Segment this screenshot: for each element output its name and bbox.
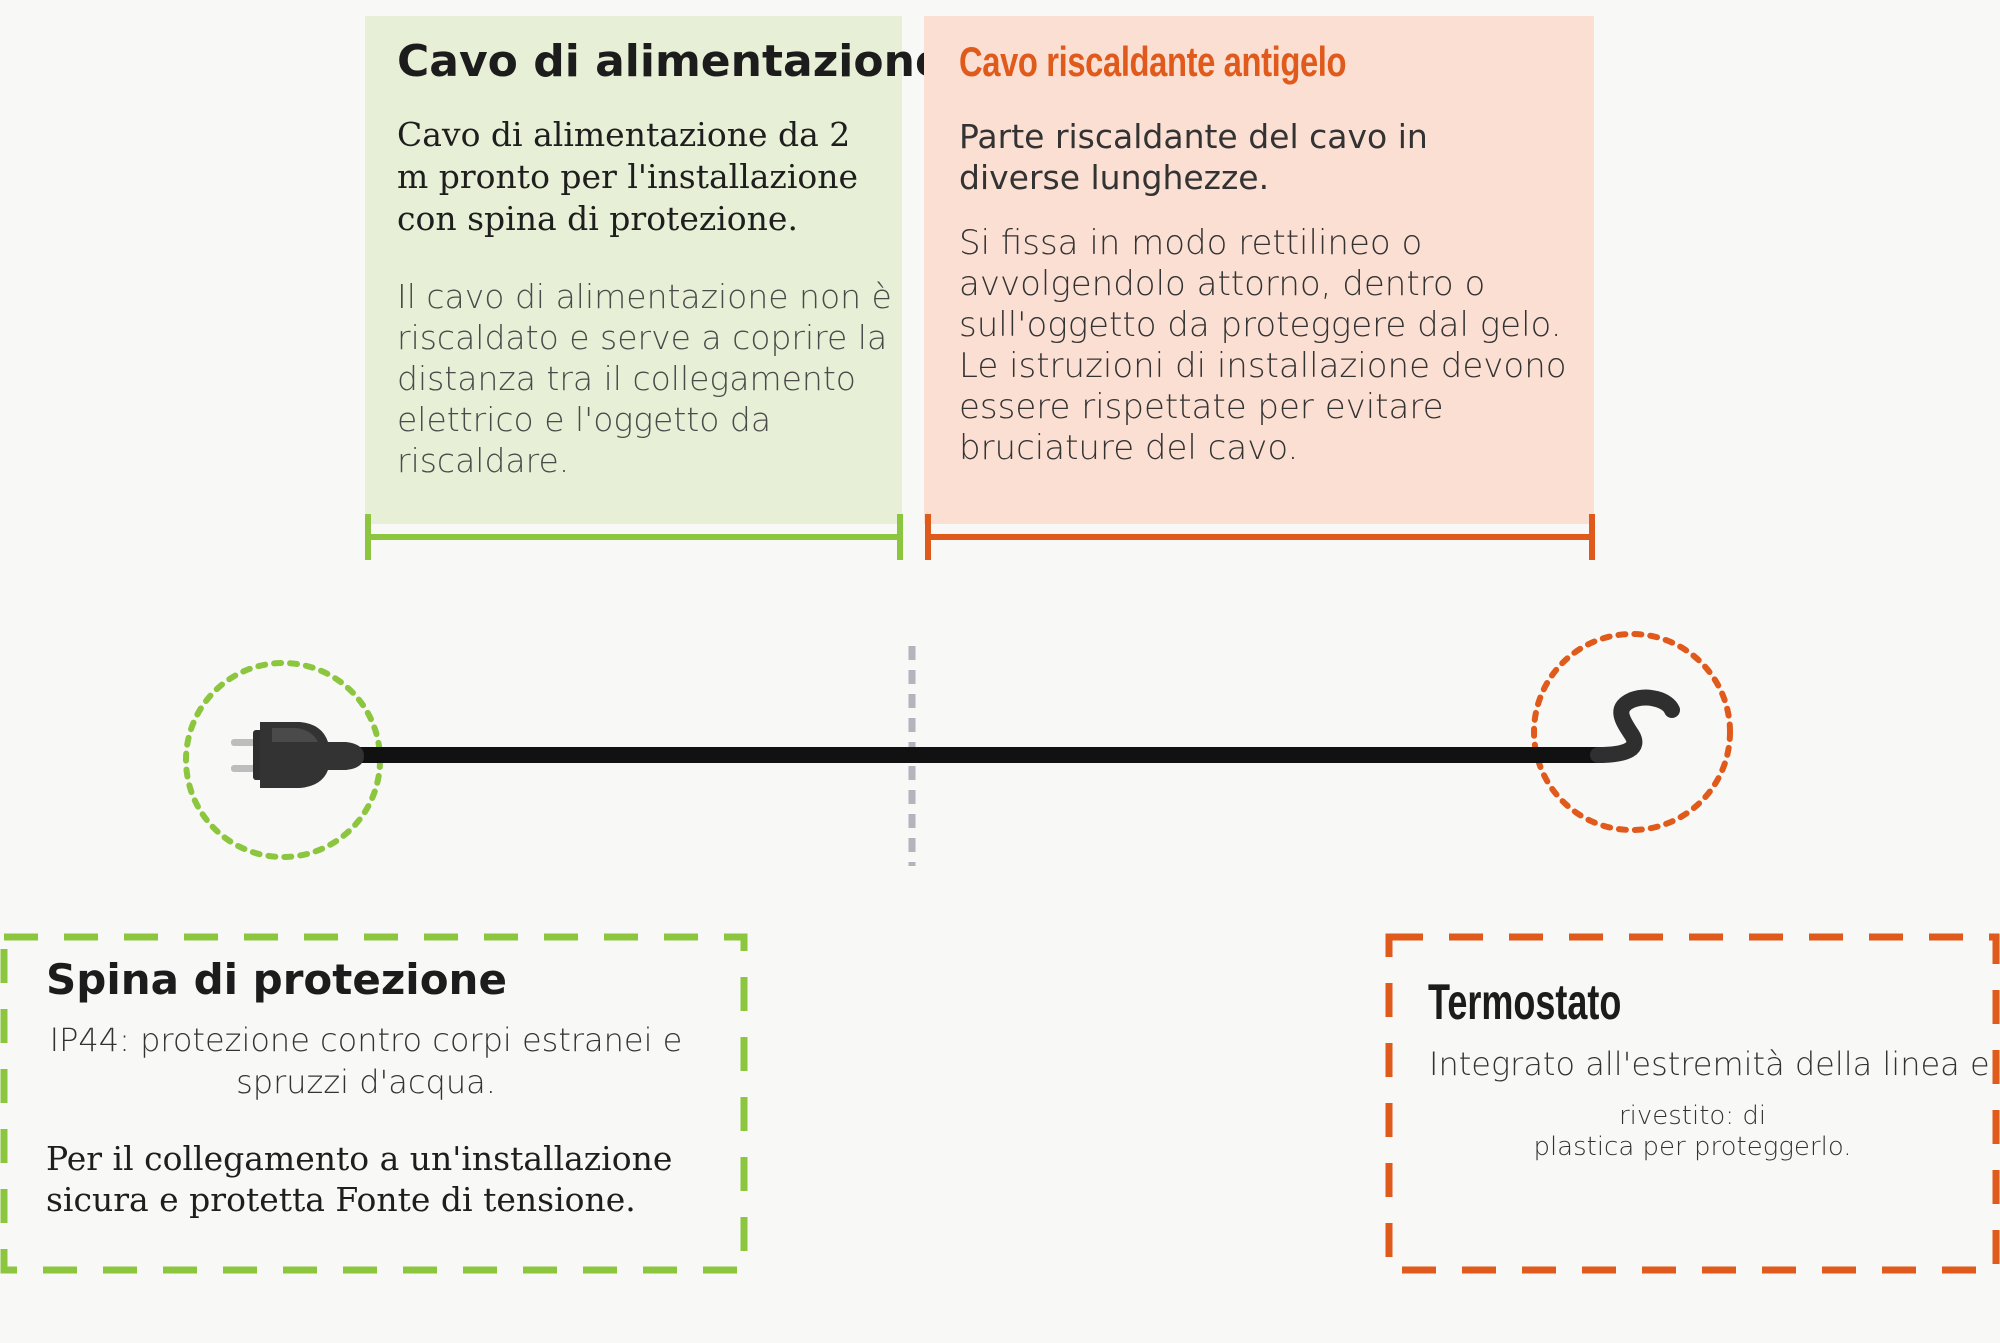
- thermostat-description: rivestito: di plastica per proteggerlo.: [1415, 1101, 1970, 1163]
- thermostat-lead: Integrato all'estremità della linea e: [1429, 1045, 1990, 1083]
- thermostat-description-line-1: rivestito: di: [1618, 1101, 1767, 1131]
- heating-cable-description: Si fissa in modo rettilineo o avvolgendo…: [959, 223, 1567, 468]
- heating-cable-lead: Parte riscaldante del cavo in diverse lu…: [959, 117, 1428, 197]
- heating-cable-span-bracket: [925, 514, 1595, 560]
- thermostat-callout: Termostato Integrato all'estremità della…: [1385, 933, 2000, 1274]
- plug-icon: [231, 722, 364, 788]
- thermostat-highlight-ring: [1531, 631, 1733, 833]
- plug-lead: IP44: protezione contro corpi estranei e…: [49, 1021, 683, 1101]
- cable-diagram: [183, 631, 1733, 866]
- cable-line: [350, 747, 1602, 763]
- power-cable-lead: Cavo di alimentazione da 2 m pronto per …: [397, 115, 859, 238]
- heating-cable-title: Cavo riscaldante antigelo: [959, 38, 1347, 85]
- power-cable-panel: Cavo di alimentazione Cavo di alimentazi…: [365, 16, 945, 524]
- heating-cable-panel: Cavo riscaldante antigelo Parte riscalda…: [924, 16, 1594, 524]
- power-cable-span-bracket: [365, 514, 903, 560]
- cable-end-icon: [1590, 689, 1680, 763]
- thermostat-description-line-2: plastica per proteggerlo.: [1533, 1132, 1852, 1162]
- power-cable-description: Il cavo di alimentazione non è riscaldat…: [397, 277, 892, 480]
- plug-description: Per il collegamento a un'installazione s…: [46, 1139, 673, 1219]
- plug-title: Spina di protezione: [46, 955, 507, 1004]
- plug-callout: Spina di protezione IP44: protezione con…: [0, 933, 748, 1274]
- thermostat-title: Termostato: [1428, 974, 1622, 1030]
- power-cable-title: Cavo di alimentazione: [397, 36, 945, 87]
